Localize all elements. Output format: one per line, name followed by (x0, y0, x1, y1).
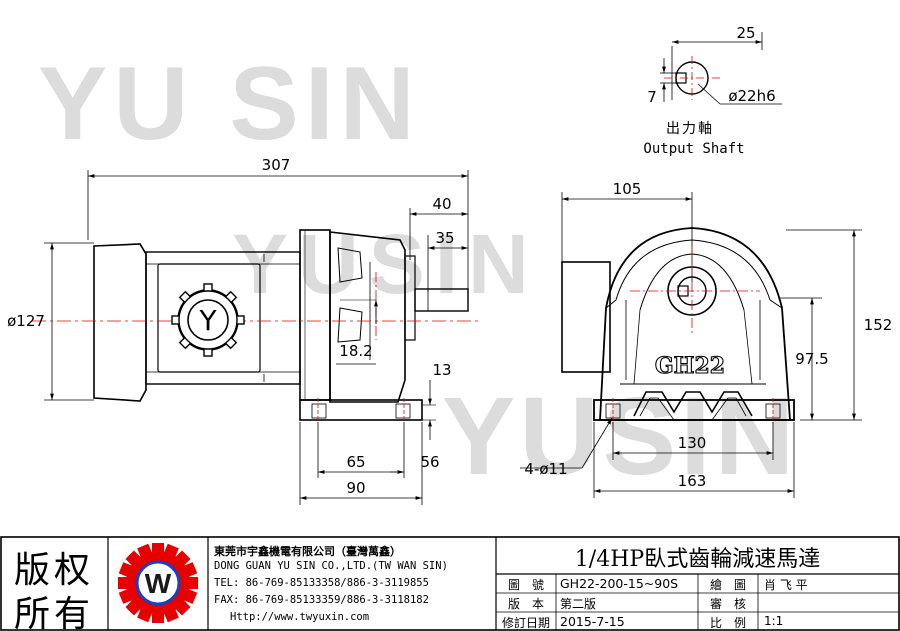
output-shaft-label-cn: 出力軸 (666, 121, 714, 137)
row1-label2: 繪 圖 (709, 578, 746, 592)
copyright-line1: 版权 (14, 550, 95, 591)
dim-65: 65 (346, 453, 365, 471)
output-shaft-detail (660, 32, 782, 105)
revision-version: 第二版 (560, 597, 597, 611)
output-shaft-label-en: Output Shaft (643, 141, 744, 157)
dim-13: 13 (432, 361, 451, 379)
company-tel: TEL: 86-769-85133358/886-3-3119855 (214, 577, 429, 589)
company-name-cn: 東莞市宇鑫機電有限公司（臺灣萬鑫） (214, 545, 401, 558)
row1-label: 圖 號 (507, 578, 544, 592)
drawing-number: GH22-200-15~90S (560, 576, 679, 591)
row3-label: 修訂日期 (501, 616, 550, 630)
front-view (520, 192, 862, 498)
dim-105: 105 (613, 180, 642, 198)
copyright-line2: 所有 (14, 594, 95, 631)
dim-130: 130 (678, 434, 707, 452)
dim-163: 163 (678, 472, 707, 490)
model-mark-gh22: GH22 (655, 353, 725, 379)
dim-152: 152 (864, 316, 893, 334)
side-view (32, 170, 480, 505)
motor-badge-gear-icon: Y (171, 283, 245, 357)
company-fax: FAX: 86-769-85133359/886-3-3118182 (214, 594, 429, 606)
row2-label2: 審 核 (709, 597, 746, 611)
watermark-yu-sin: YU SIN (38, 46, 421, 162)
dim-shaft-height: 18.2 (339, 342, 372, 360)
dim-mounting-holes: 4-ø11 (524, 460, 567, 478)
dim-key-depth: 7 (647, 88, 657, 106)
row2-label: 版 本 (507, 597, 544, 611)
revision-date: 2015-7-15 (560, 614, 625, 629)
dim-motor-diameter: ø127 (7, 312, 45, 330)
drawing-scale: 1:1 (764, 614, 784, 628)
title-block (0, 536, 900, 631)
dim-shaft-35: 35 (435, 229, 454, 247)
dim-90: 90 (346, 479, 365, 497)
dim-56: 56 (420, 453, 439, 471)
drafter-name: 肖 飞 平 (764, 578, 808, 592)
dim-shaft-40: 40 (432, 195, 451, 213)
company-logo-gear-icon: W (118, 543, 198, 623)
dim-shaft-diameter: ø22h6 (728, 87, 775, 105)
dim-key-width: 25 (736, 24, 755, 42)
dim-97-5: 97.5 (795, 350, 828, 368)
product-title: 1/4HP臥式齒輪減速馬達 (574, 547, 821, 572)
dim-total-length: 307 (262, 156, 291, 174)
company-website[interactable]: Http://www.twyuxin.com (230, 611, 370, 623)
row3-label2: 比 例 (709, 616, 746, 630)
motor-badge-letter: Y (198, 304, 217, 337)
company-name-en: DONG GUAN YU SIN CO.,LTD.(TW WAN SIN) (214, 560, 448, 572)
company-logo-letter: W (145, 568, 172, 599)
